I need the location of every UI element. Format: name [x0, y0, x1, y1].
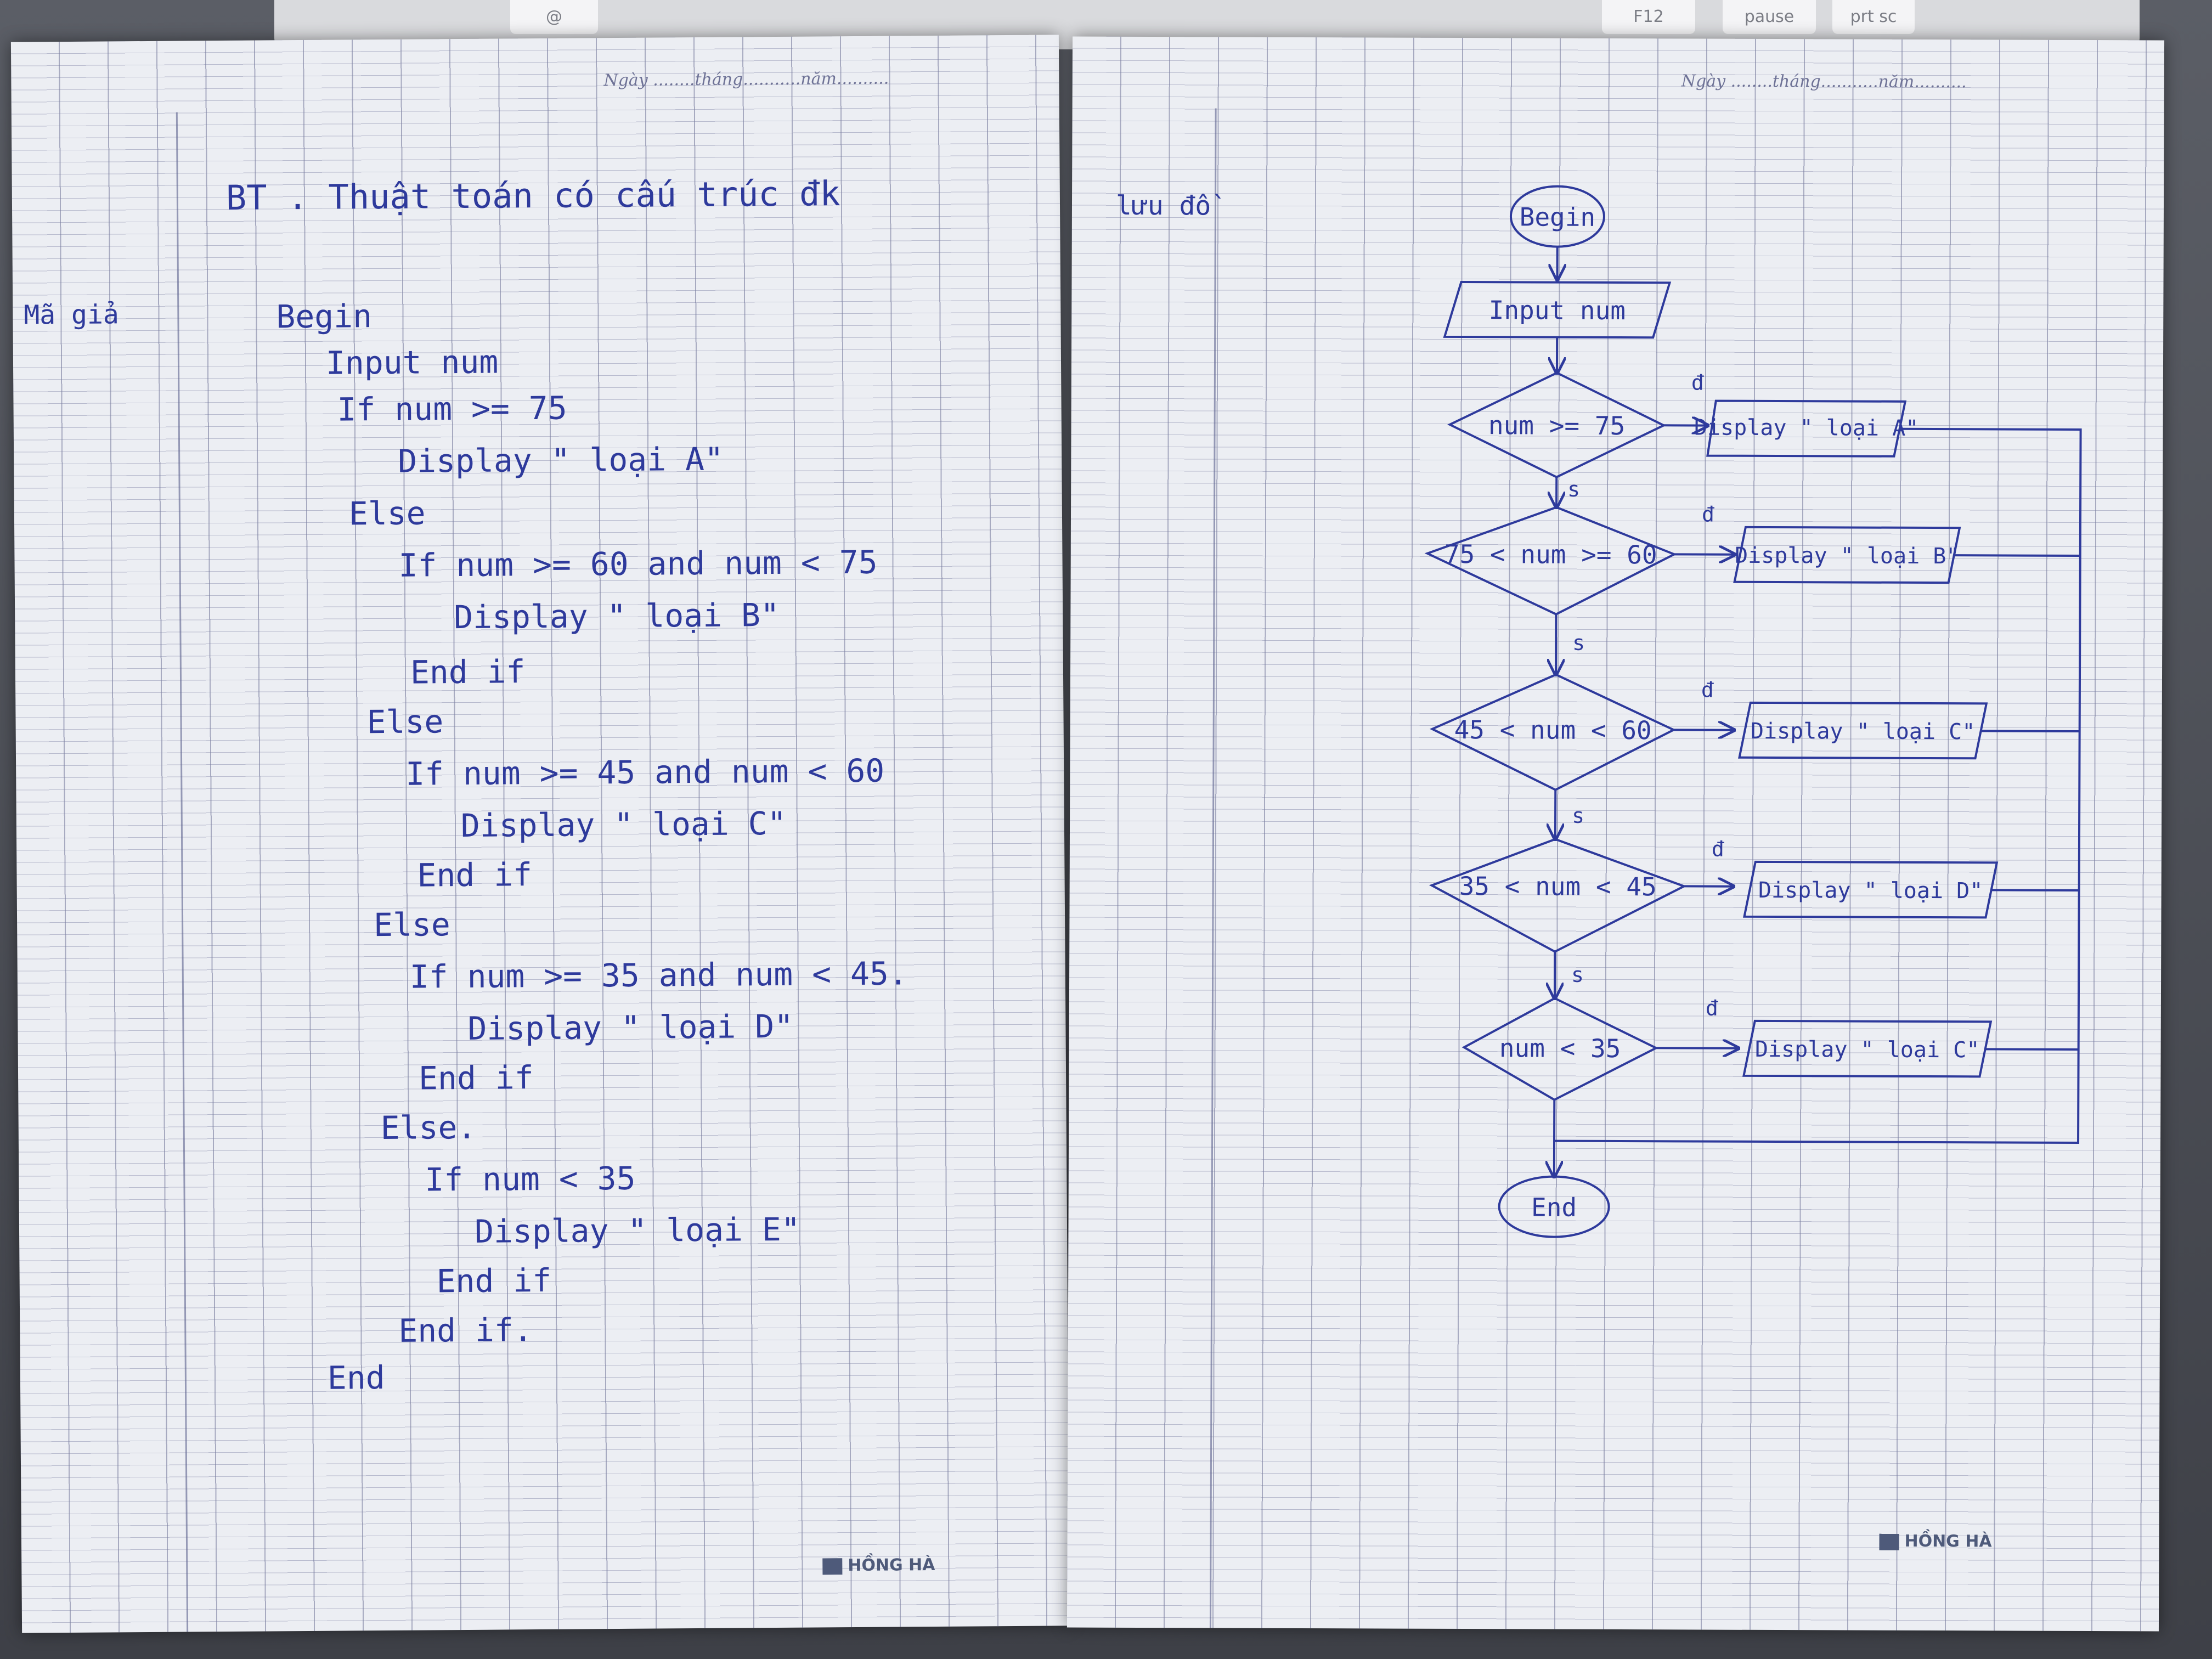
flowchart-output-box-2: [1733, 526, 1961, 584]
flowchart-output-box-4: [1743, 860, 1999, 919]
code-line: If num >= 75: [337, 389, 567, 428]
no-label: s: [1572, 804, 1584, 828]
code-line: Begin: [276, 297, 373, 336]
code-line: Else: [366, 703, 444, 741]
flowchart-end-label: End: [1531, 1192, 1577, 1222]
code-line: Display " loại E": [474, 1210, 800, 1250]
code-line: End if: [436, 1261, 552, 1300]
flowchart: Begin Input num num >= 75 75 < num >= 60…: [1424, 185, 2082, 1238]
brand-name: HỒNG HÀ: [848, 1555, 935, 1576]
yes-label: đ: [1706, 996, 1718, 1020]
flowchart-output-label: Display " loại D": [1758, 878, 1983, 904]
flowchart-decision-label: 75 < num >= 60: [1444, 539, 1657, 569]
notebook-left-page: Ngày ........tháng...........năm........…: [10, 35, 1070, 1633]
keyboard-key: F12: [1602, 0, 1695, 34]
code-line: Else.: [380, 1108, 477, 1147]
code-line: End if: [417, 856, 533, 894]
date-header: Ngày ........tháng...........năm........…: [603, 69, 889, 91]
flowchart-output-label: Display " loại C": [1755, 1037, 1980, 1063]
code-line: End if.: [398, 1311, 533, 1350]
keyboard-key: prt sc: [1832, 0, 1915, 34]
flowchart-input-label: Input num: [1489, 295, 1626, 325]
side-label: Mã giả: [24, 299, 119, 331]
code-line: If num >= 45 and num < 60: [405, 752, 885, 793]
flow-connector: [1954, 554, 2080, 557]
flowchart-input-box: [1443, 281, 1672, 339]
flowchart-decision-label: 35 < num < 45: [1459, 871, 1657, 901]
code-line: Else: [348, 494, 426, 533]
code-line: Display " loại A": [398, 440, 724, 480]
flowchart-output-label: Display " loại C": [1751, 719, 1976, 744]
code-line: Display " loại D": [467, 1007, 794, 1047]
no-label: s: [1567, 477, 1580, 501]
flowchart-output-box-1: [1706, 399, 1907, 458]
yes-label: đ: [1701, 678, 1714, 702]
flowchart-output-label: Display " loại B": [1735, 543, 1960, 569]
flow-connector: [1554, 427, 2082, 1144]
code-line: If num < 35: [425, 1159, 636, 1199]
code-line: Display " loại B": [454, 596, 780, 636]
notebook-right-page: Ngày ........tháng...........năm........…: [1066, 36, 2165, 1632]
page-title: BT . Thuật toán có cấu trúc đk: [225, 173, 840, 218]
code-line: If num >= 60 and num < 75: [398, 543, 878, 584]
code-line: End if: [410, 653, 526, 691]
yes-label: đ: [1702, 503, 1714, 527]
keyboard-key: @: [510, 0, 598, 34]
code-line: End: [327, 1359, 385, 1397]
code-line: End if: [418, 1059, 534, 1097]
brand-name: HỒNG HÀ: [1904, 1531, 1992, 1551]
flowchart-output-label: Display " loại A": [1694, 415, 1919, 441]
code-line: If num >= 35 and num < 45.: [409, 955, 908, 996]
no-label: s: [1571, 963, 1584, 987]
flowchart-output-box-3: [1738, 701, 1988, 760]
code-line: Input num: [325, 343, 499, 382]
flowchart-start-label: Begin: [1520, 202, 1596, 232]
flowchart-output-box-5: [1742, 1019, 1993, 1078]
no-label: s: [1572, 631, 1585, 655]
flowchart-decision-label: num < 35: [1499, 1033, 1621, 1063]
yes-label: đ: [1712, 837, 1724, 861]
flowchart-decision-label: num >= 75: [1488, 410, 1625, 441]
brand-logo: HỒNG HÀ: [822, 1555, 935, 1575]
brand-logo: HỒNG HÀ: [1879, 1531, 1992, 1551]
yes-label: đ: [1691, 370, 1704, 394]
flowchart-decision-label: 45 < num < 60: [1454, 715, 1652, 745]
brand-mark-icon: [822, 1558, 843, 1575]
code-line: Display " loại C": [460, 804, 787, 845]
code-line: Else: [373, 906, 451, 944]
keyboard-key: pause: [1723, 0, 1816, 34]
brand-mark-icon: [1879, 1533, 1899, 1550]
flowchart-end-terminal: [1498, 1175, 1610, 1238]
